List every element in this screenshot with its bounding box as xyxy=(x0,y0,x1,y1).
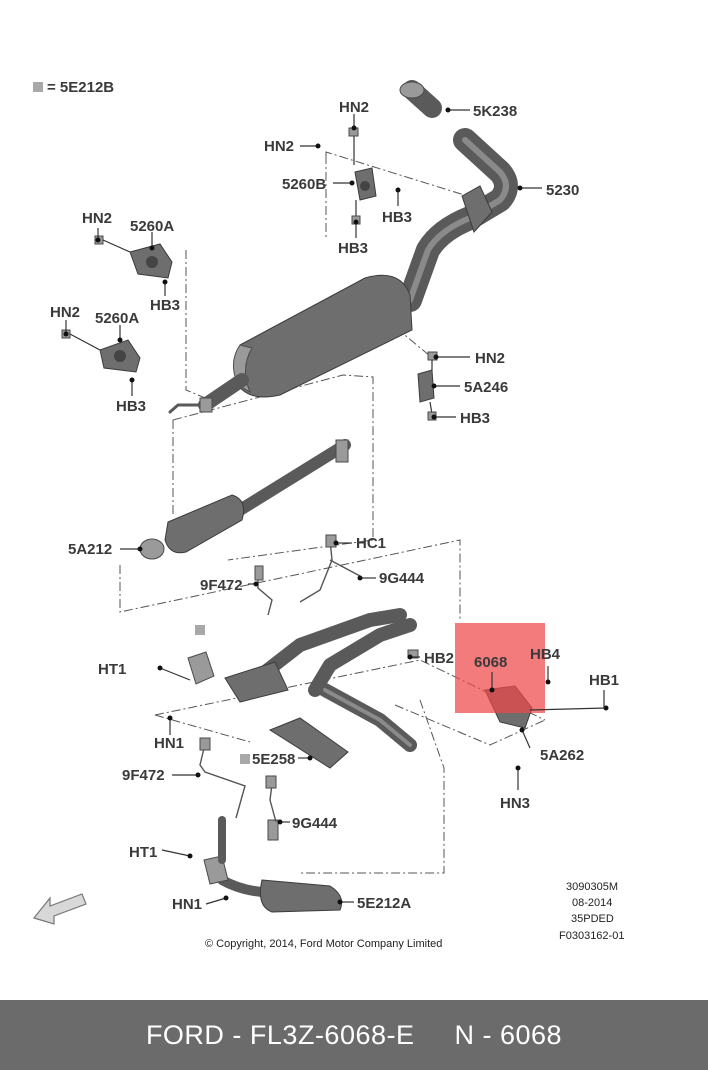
label-9f472-bot: 9F472 xyxy=(122,767,165,784)
front-direction-arrow-icon xyxy=(32,893,87,925)
rear-muffler xyxy=(168,274,413,414)
label-5a246: 5A246 xyxy=(464,379,508,396)
leader-lines xyxy=(63,107,609,905)
label-9f472-top: 9F472 xyxy=(200,577,243,594)
hanger-5260a-lower xyxy=(61,329,141,373)
label-5260a-2: 5260A xyxy=(95,310,139,327)
legend-text: = 5E212B xyxy=(47,79,114,96)
label-hb3-a2: HB3 xyxy=(116,398,146,415)
label-5e212a: 5E212A xyxy=(357,895,411,912)
label-5a262: 5A262 xyxy=(540,747,584,764)
label-5260a-1: 5260A xyxy=(130,218,174,235)
info-line-4: F0303162-01 xyxy=(559,930,624,942)
label-ht1-top: HT1 xyxy=(98,661,126,678)
label-9g444-top: 9G444 xyxy=(379,570,425,587)
label-5230: 5230 xyxy=(546,182,579,199)
hanger-5260a-upper xyxy=(94,235,173,279)
label-hb3-a1: HB3 xyxy=(150,297,180,314)
sensor-wires xyxy=(199,534,361,823)
label-9g444-bot: 9G444 xyxy=(292,815,338,832)
label-hb3-top-right: HB3 xyxy=(382,209,412,226)
tailpipe-assembly xyxy=(398,80,518,312)
label-hn2-right: HN2 xyxy=(475,350,505,367)
part-number-footer: FORD - FL3Z-6068-E N - 6068 xyxy=(0,1000,708,1070)
copyright-text: © Copyright, 2014, Ford Motor Company Li… xyxy=(205,938,442,950)
intermediate-pipe-5a212 xyxy=(139,439,351,560)
label-hb4: HB4 xyxy=(530,646,561,663)
label-hb3-right: HB3 xyxy=(460,410,490,427)
label-hn1-top: HN1 xyxy=(154,735,184,752)
highlight-6068 xyxy=(455,623,545,713)
label-hb3-top: HB3 xyxy=(338,240,368,257)
legend-swatch xyxy=(33,82,43,92)
label-hn2-left-top: HN2 xyxy=(264,138,294,155)
legend-marker-upper xyxy=(195,625,205,635)
label-5k238: 5K238 xyxy=(473,103,517,120)
label-5e258: 5E258 xyxy=(252,751,295,768)
label-hn3: HN3 xyxy=(500,795,530,812)
label-hn2-a1: HN2 xyxy=(82,210,112,227)
info-line-3: 35PDED xyxy=(571,913,614,925)
footer-part-number: FORD - FL3Z-6068-E N - 6068 xyxy=(145,1019,563,1050)
hanger-5260b xyxy=(348,127,377,225)
exhaust-system-diagram: = 5E212B xyxy=(32,79,624,950)
label-hn2-top: HN2 xyxy=(339,99,369,116)
label-hn1-bot: HN1 xyxy=(172,896,202,913)
label-5a212: 5A212 xyxy=(68,541,112,558)
label-ht1-bot: HT1 xyxy=(129,844,157,861)
label-5260b: 5260B xyxy=(282,176,326,193)
label-hb2: HB2 xyxy=(424,650,454,667)
front-catalytic-converter xyxy=(203,816,343,913)
label-hn2-a2: HN2 xyxy=(50,304,80,321)
info-line-2: 08-2014 xyxy=(572,897,612,909)
info-line-1: 3090305M xyxy=(566,881,618,893)
label-hc1: HC1 xyxy=(356,535,386,552)
label-hb1: HB1 xyxy=(589,672,619,689)
label-6068: 6068 xyxy=(474,654,507,671)
y-pipe-assembly xyxy=(187,608,533,769)
legend-marker-5e258 xyxy=(240,754,250,764)
